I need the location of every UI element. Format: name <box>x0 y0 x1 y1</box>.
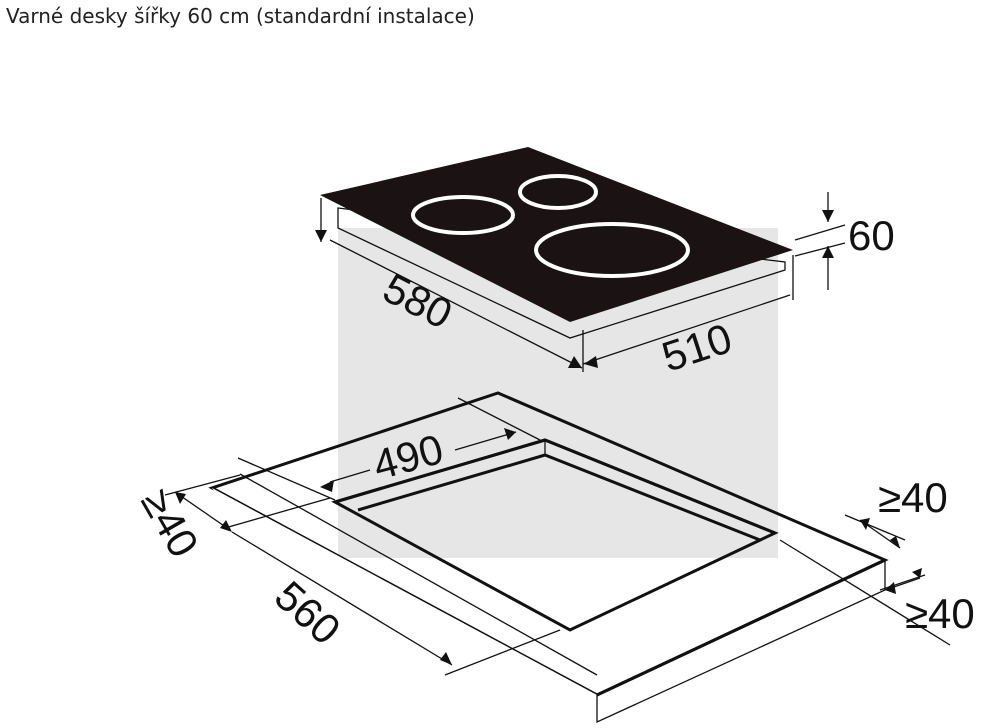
dim-right-clearance-top: ≥40 <box>878 474 948 521</box>
dim-hob-height: 60 <box>848 212 895 259</box>
dimension-arrows <box>175 210 922 665</box>
dimension-lines <box>164 192 951 676</box>
dim-right-clearance-side: ≥40 <box>905 590 975 637</box>
burner-medium <box>411 195 515 235</box>
burner-large <box>534 222 690 278</box>
countertop <box>208 391 889 724</box>
dim-cutout-depth: 560 <box>266 572 350 654</box>
dim-front-clearance: ≥40 <box>132 481 208 565</box>
hob <box>320 147 793 339</box>
page-title: Varné desky šířky 60 cm (standardní inst… <box>6 4 475 28</box>
burner-small <box>518 174 598 210</box>
